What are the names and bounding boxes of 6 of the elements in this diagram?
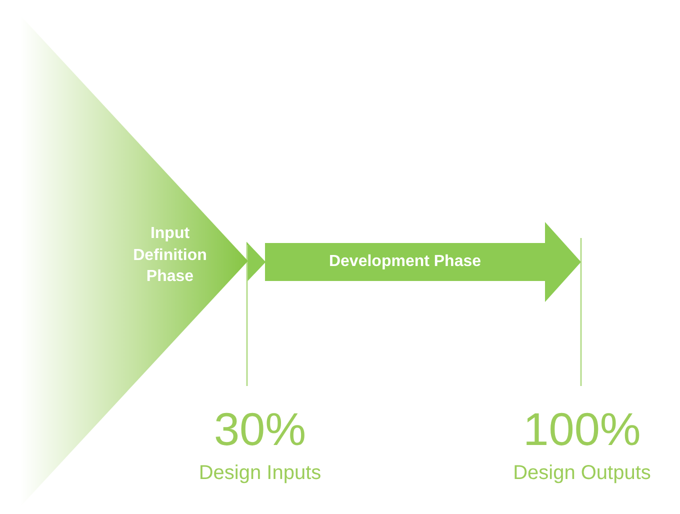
phase-label: Development Phase [328, 252, 482, 272]
milestone-label: Design Inputs [198, 462, 322, 485]
phase-label: Input Definition Phase [132, 224, 208, 288]
percent-value: 100% [522, 402, 642, 456]
milestone-label: Design Outputs [512, 462, 652, 485]
percent-value: 30% [212, 402, 308, 456]
